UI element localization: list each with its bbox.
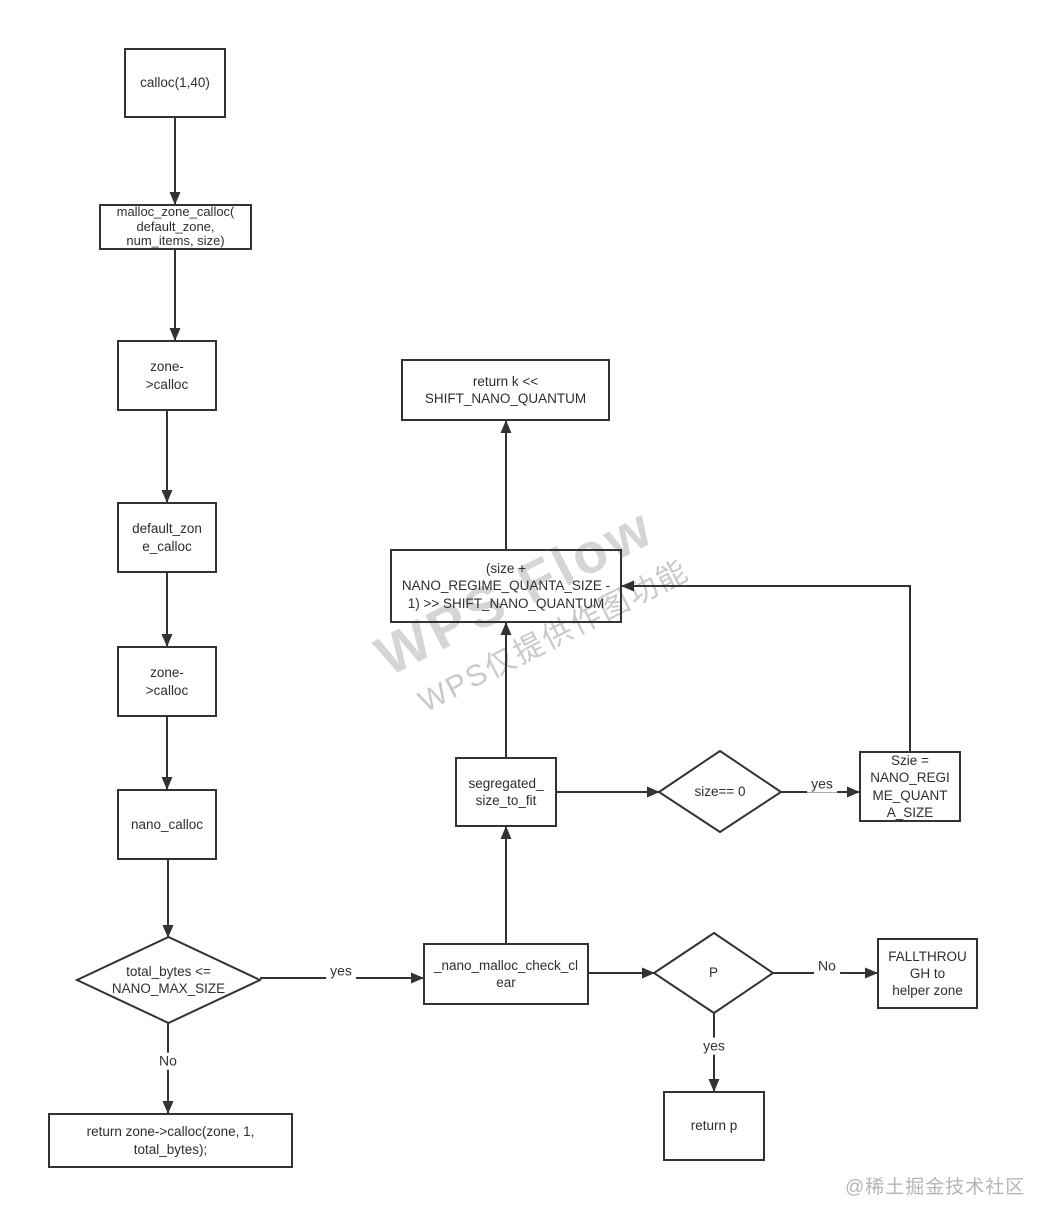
- edge-label-p-yes: yes: [699, 1037, 729, 1055]
- diamond-total-bytes-label-wrap: total_bytes <= NANO_MAX_SIZE: [77, 937, 260, 1023]
- node-malloc-zone-calloc: malloc_zone_calloc( default_zone, num_it…: [99, 204, 252, 250]
- edge-label-total-bytes-no: No: [155, 1052, 181, 1070]
- node-return-k-label: return k << SHIFT_NANO_QUANTUM: [424, 373, 587, 406]
- node-segregated-size-to-fit-label: segregated_ size_to_fit: [468, 775, 544, 808]
- diamond-p: [652, 931, 775, 1015]
- node-return-zone-calloc-label: return zone->calloc(zone, 1, total_bytes…: [86, 1124, 255, 1157]
- node-size-formula-label: (size + NANO_REGIME_QUANTA_SIZE - 1) >> …: [401, 561, 611, 611]
- node-return-zone-calloc: return zone->calloc(zone, 1, total_bytes…: [48, 1113, 293, 1168]
- node-calloc: calloc(1,40): [124, 48, 226, 118]
- diamond-total-bytes-label: total_bytes <= NANO_MAX_SIZE: [111, 963, 226, 996]
- node-fallthrough-helper-zone-label: FALLTHROU GH to helper zone: [888, 948, 967, 999]
- node-nano-calloc: nano_calloc: [117, 789, 217, 860]
- node-szie-quanta-size: Szie = NANO_REGI ME_QUANT A_SIZE: [859, 751, 961, 822]
- node-zone-calloc-2: zone- >calloc: [117, 646, 217, 717]
- node-zone-calloc-2-label: zone- >calloc: [145, 665, 189, 698]
- node-nano-malloc-check-clear: _nano_malloc_check_cl ear: [423, 943, 589, 1005]
- diamond-size-zero: [657, 749, 783, 834]
- diamond-p-label-wrap: P: [654, 933, 773, 1013]
- edge-szie-to-size-formula: [621, 580, 911, 751]
- node-calloc-label: calloc(1,40): [140, 75, 210, 91]
- node-nano-malloc-check-clear-label: _nano_malloc_check_cl ear: [433, 957, 579, 990]
- node-size-formula: (size + NANO_REGIME_QUANTA_SIZE - 1) >> …: [390, 549, 622, 623]
- node-return-k: return k << SHIFT_NANO_QUANTUM: [401, 359, 610, 421]
- edge-label-size-zero-yes: yes: [807, 775, 837, 793]
- node-zone-calloc-1: zone- >calloc: [117, 340, 217, 411]
- community-watermark: @稀土掘金技术社区: [845, 1177, 1026, 1198]
- edge-label-p-no: No: [814, 957, 840, 975]
- diamond-size-zero-label: size== 0: [694, 783, 746, 799]
- diamond-size-zero-label-wrap: size== 0: [659, 751, 781, 832]
- node-default-zone-calloc-label: default_zon e_calloc: [132, 521, 202, 554]
- node-return-p: return p: [663, 1091, 765, 1161]
- node-return-p-label: return p: [690, 1118, 738, 1134]
- node-malloc-zone-calloc-label: malloc_zone_calloc( default_zone, num_it…: [116, 204, 235, 249]
- diamond-p-label: P: [708, 965, 718, 981]
- node-szie-quanta-size-label: Szie = NANO_REGI ME_QUANT A_SIZE: [870, 752, 950, 820]
- node-zone-calloc-1-label: zone- >calloc: [145, 359, 189, 392]
- node-fallthrough-helper-zone: FALLTHROU GH to helper zone: [877, 938, 978, 1009]
- node-segregated-size-to-fit: segregated_ size_to_fit: [455, 757, 557, 827]
- node-default-zone-calloc: default_zon e_calloc: [117, 502, 217, 573]
- node-nano-calloc-label: nano_calloc: [130, 816, 204, 832]
- diamond-total-bytes: [74, 935, 263, 1025]
- edge-label-total-bytes-yes: yes: [326, 962, 356, 980]
